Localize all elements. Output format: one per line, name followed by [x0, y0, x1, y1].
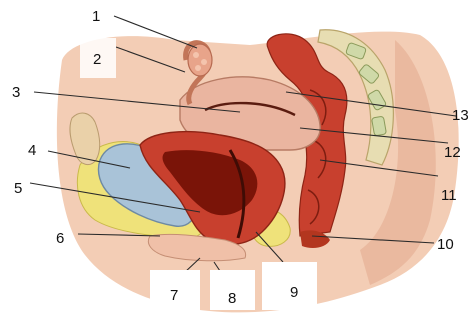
label-9: 9 — [290, 284, 298, 301]
label-13: 13 — [452, 107, 469, 124]
label-2: 2 — [93, 51, 101, 68]
label-11: 11 — [441, 187, 457, 204]
label-1: 1 — [92, 8, 100, 25]
label-10: 10 — [437, 236, 454, 253]
label-5: 5 — [14, 180, 22, 197]
label-6: 6 — [56, 230, 64, 247]
label-4: 4 — [28, 142, 36, 159]
label-12: 12 — [444, 144, 461, 161]
label-3: 3 — [12, 84, 20, 101]
label-8: 8 — [228, 290, 236, 307]
label-7: 7 — [170, 287, 178, 304]
